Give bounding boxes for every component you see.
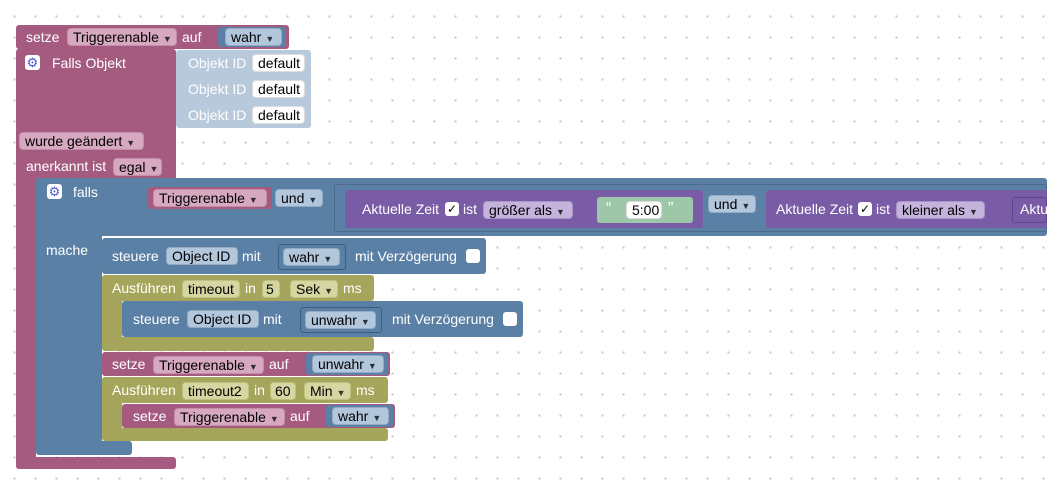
dropdown-arrow-icon: ▼	[162, 34, 172, 44]
time-block-cutoff[interactable]	[1012, 197, 1047, 223]
to-label: auf	[182, 29, 202, 45]
if-label: falls	[73, 184, 98, 200]
dropdown-arrow-icon: ▼	[372, 413, 382, 423]
boolean-dropdown[interactable]: unwahr▼	[312, 355, 384, 373]
trigger-block-bottom	[16, 457, 176, 469]
dropdown-arrow-icon: ▼	[265, 34, 275, 44]
boolean-dropdown[interactable]: wahr▼	[225, 28, 282, 46]
ack-label: anerkannt ist	[26, 158, 107, 174]
set-label: setze	[112, 356, 146, 372]
object-id-field[interactable]: default	[252, 106, 305, 124]
dropdown-arrow-icon: ▼	[367, 361, 377, 371]
variable-dropdown[interactable]: Triggerenable▼	[174, 408, 285, 426]
compare-operator-dropdown[interactable]: kleiner als▼	[896, 201, 985, 219]
trigger-block-spine	[16, 49, 36, 469]
timeout-unit-dropdown[interactable]: Sek▼	[290, 280, 338, 298]
timeout-name-field[interactable]: timeout2	[182, 382, 249, 400]
dropdown-arrow-icon: ▼	[126, 138, 136, 148]
quote-open-icon: “	[606, 200, 612, 217]
time-value-field[interactable]: 5:00	[626, 201, 662, 219]
timeout-block-spine	[102, 377, 122, 440]
current-time-label: Aktu	[1020, 201, 1047, 217]
boolean-dropdown[interactable]: unwahr▼	[305, 311, 376, 329]
dropdown-arrow-icon: ▼	[308, 195, 318, 205]
object-id-dropdown[interactable]: Object ID	[187, 310, 259, 328]
dropdown-arrow-icon: ▼	[248, 195, 258, 205]
dropdown-arrow-icon: ▼	[360, 317, 370, 327]
delay-label: mit Verzögerung	[392, 311, 494, 327]
gear-icon[interactable]: ⚙	[25, 55, 40, 70]
variable-dropdown[interactable]: Triggerenable▼	[67, 28, 177, 46]
gear-icon[interactable]: ⚙	[47, 184, 62, 199]
set-label: setze	[26, 29, 60, 45]
trigger-label: Falls Objekt	[52, 55, 126, 71]
execute-label: Ausführen	[112, 382, 176, 398]
with-label: mit	[242, 248, 261, 264]
timeout-name-field[interactable]: timeout	[182, 280, 240, 298]
timeout-amount-field[interactable]: 5	[262, 280, 280, 298]
logic-operator-dropdown[interactable]: und▼	[275, 189, 323, 207]
is-label: ist	[876, 201, 890, 217]
compare-operator-dropdown[interactable]: größer als▼	[483, 201, 573, 219]
control-label: steuere	[112, 248, 159, 264]
object-id-field[interactable]: default	[252, 54, 305, 72]
object-id-label: Objekt ID	[188, 81, 247, 97]
logic-operator-dropdown[interactable]: und▼	[708, 195, 756, 213]
dropdown-arrow-icon: ▼	[324, 286, 334, 296]
ms-label: ms	[343, 280, 362, 296]
delay-checkbox[interactable]	[503, 312, 517, 326]
delay-checkbox[interactable]	[466, 249, 480, 263]
object-id-label: Objekt ID	[188, 55, 247, 71]
in-label: in	[254, 382, 265, 398]
if-block-spine	[36, 178, 102, 454]
if-block-bottom	[36, 441, 132, 455]
change-type-dropdown[interactable]: wurde geändert▼	[19, 132, 144, 150]
dropdown-arrow-icon: ▼	[248, 362, 258, 372]
object-id-label: Objekt ID	[188, 107, 247, 123]
current-time-label: Aktuelle Zeit	[776, 201, 854, 217]
object-id-dropdown[interactable]: Object ID	[166, 247, 238, 265]
checkmark-icon[interactable]: ✓	[858, 202, 872, 216]
to-label: auf	[269, 356, 289, 372]
timeout-amount-field[interactable]: 60	[270, 382, 296, 400]
to-label: auf	[290, 408, 310, 424]
boolean-dropdown[interactable]: wahr▼	[332, 407, 389, 425]
current-time-label: Aktuelle Zeit	[362, 201, 440, 217]
dropdown-arrow-icon: ▼	[336, 388, 346, 398]
quote-close-icon: ”	[668, 200, 674, 217]
dropdown-arrow-icon: ▼	[556, 207, 565, 217]
with-label: mit	[263, 311, 282, 327]
ack-dropdown[interactable]: egal▼	[113, 158, 162, 176]
dropdown-arrow-icon: ▼	[323, 254, 333, 264]
dropdown-arrow-icon: ▼	[969, 207, 978, 217]
variable-dropdown[interactable]: Triggerenable▼	[153, 189, 267, 207]
timeout-block-bottom	[102, 428, 388, 441]
dropdown-arrow-icon: ▼	[269, 414, 279, 424]
delay-label: mit Verzögerung	[355, 248, 457, 264]
boolean-dropdown[interactable]: wahr▼	[283, 248, 340, 266]
is-label: ist	[463, 201, 477, 217]
control-label: steuere	[133, 311, 180, 327]
execute-label: Ausführen	[112, 280, 176, 296]
do-label: mache	[46, 242, 89, 258]
object-id-field[interactable]: default	[252, 80, 305, 98]
checkmark-icon[interactable]: ✓	[445, 202, 459, 216]
set-label: setze	[133, 408, 167, 424]
timeout-block-bottom	[102, 337, 374, 351]
ms-label: ms	[356, 382, 375, 398]
timeout-unit-dropdown[interactable]: Min▼	[304, 382, 351, 400]
dropdown-arrow-icon: ▼	[149, 164, 159, 174]
variable-dropdown[interactable]: Triggerenable▼	[153, 356, 264, 374]
dropdown-arrow-icon: ▼	[741, 201, 751, 211]
timeout-block-spine	[102, 275, 122, 351]
in-label: in	[245, 280, 256, 296]
